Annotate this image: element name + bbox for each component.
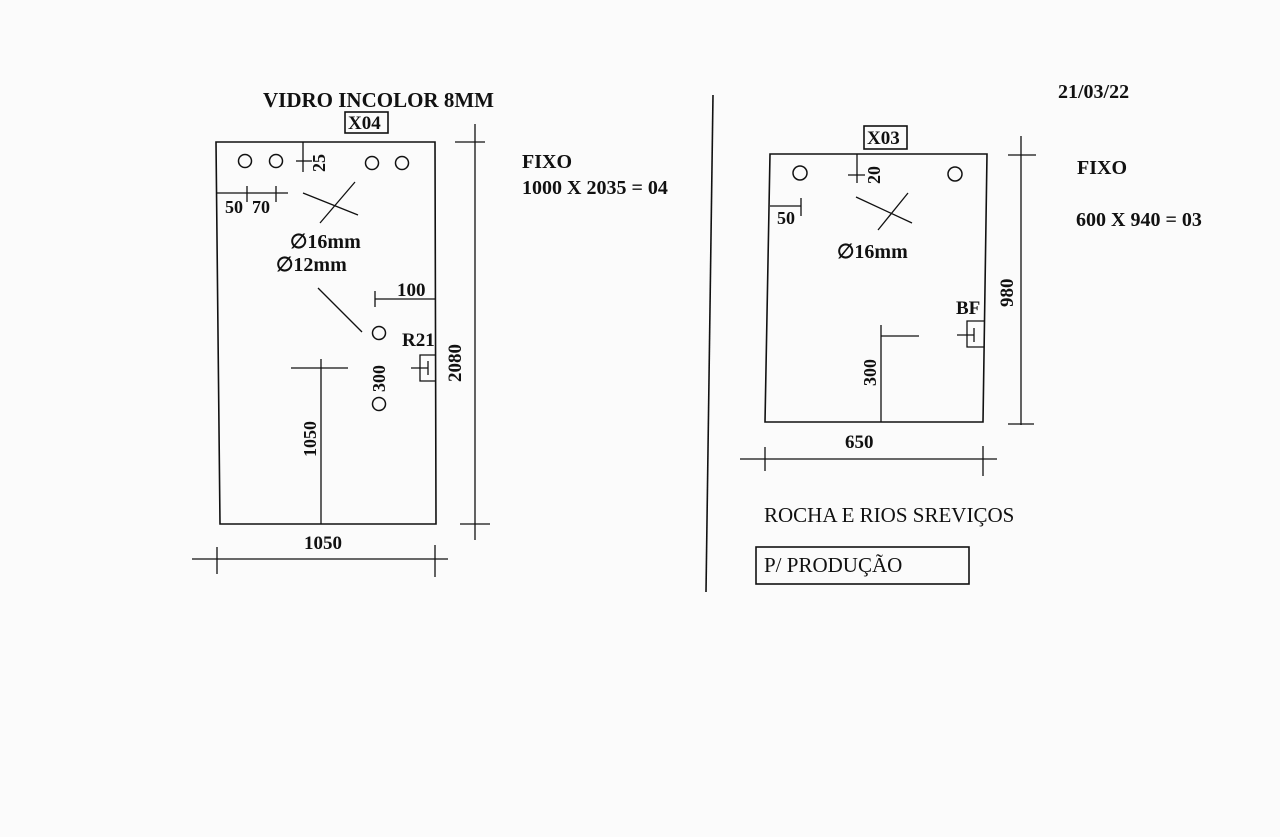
left-dim-25: 25 bbox=[309, 154, 329, 172]
right-code: X03 bbox=[867, 128, 900, 149]
right-dim-height: 980 bbox=[997, 279, 1018, 308]
right-code-box bbox=[863, 125, 908, 150]
sheet-divider bbox=[705, 94, 714, 593]
right-hole bbox=[947, 166, 963, 182]
left-dim-50: 50 bbox=[225, 197, 243, 217]
left-cross-mark bbox=[302, 192, 359, 216]
left-code: X04 bbox=[348, 113, 381, 134]
left-hole-12: ∅12mm bbox=[276, 254, 347, 276]
right-cross-mark bbox=[877, 192, 909, 231]
left-cross-mark bbox=[319, 181, 356, 224]
left-dim-height: 2080 bbox=[445, 344, 466, 382]
left-hole bbox=[364, 155, 380, 171]
right-hole-16: ∅16mm bbox=[837, 241, 908, 263]
left-glass-outline bbox=[215, 141, 437, 525]
left-hole bbox=[371, 396, 387, 412]
left-hole bbox=[394, 155, 410, 171]
left-title: VIDRO INCOLOR 8MM bbox=[263, 88, 494, 112]
right-hole bbox=[792, 165, 808, 181]
right-cross-mark bbox=[855, 196, 913, 224]
left-hole bbox=[371, 325, 387, 341]
right-dim-20: 20 bbox=[864, 166, 884, 184]
left-hole-16: ∅16mm bbox=[290, 231, 361, 253]
production-stamp-box bbox=[755, 546, 970, 585]
left-leader-line bbox=[317, 287, 363, 333]
left-dim-70: 70 bbox=[252, 197, 270, 217]
production-stamp: P/ PRODUÇÃO bbox=[764, 553, 902, 577]
right-bf-label: BF bbox=[956, 298, 980, 319]
left-dim-100: 100 bbox=[397, 280, 426, 301]
left-dim-1050-vert: 1050 bbox=[300, 421, 320, 457]
company-name: ROCHA E RIOS SREVIÇOS bbox=[764, 503, 1014, 527]
left-r21-label: R21 bbox=[402, 330, 435, 351]
right-dim-width: 650 bbox=[845, 432, 874, 453]
date-label: 21/03/22 bbox=[1058, 81, 1129, 103]
left-code-box bbox=[344, 111, 389, 134]
right-spec: 600 X 940 = 03 bbox=[1076, 209, 1202, 231]
right-dim-50: 50 bbox=[777, 208, 795, 228]
left-dim-width: 1050 bbox=[304, 533, 342, 554]
right-glass-piece: X03 20 50 ∅16mm BF 300 980 bbox=[740, 125, 1202, 476]
right-dim-300: 300 bbox=[860, 359, 880, 386]
left-dim-300: 300 bbox=[369, 365, 389, 392]
left-spec: 1000 X 2035 = 04 bbox=[522, 177, 668, 199]
left-hole bbox=[268, 153, 284, 169]
left-type-label: FIXO bbox=[522, 151, 572, 173]
left-glass-piece: VIDRO INCOLOR 8MM X04 25 50 70 ∅16mm ∅12… bbox=[192, 88, 668, 577]
right-type-label: FIXO bbox=[1077, 157, 1127, 179]
left-hole bbox=[237, 153, 253, 169]
right-bf-notch bbox=[966, 320, 984, 348]
right-glass-outline bbox=[764, 153, 988, 423]
